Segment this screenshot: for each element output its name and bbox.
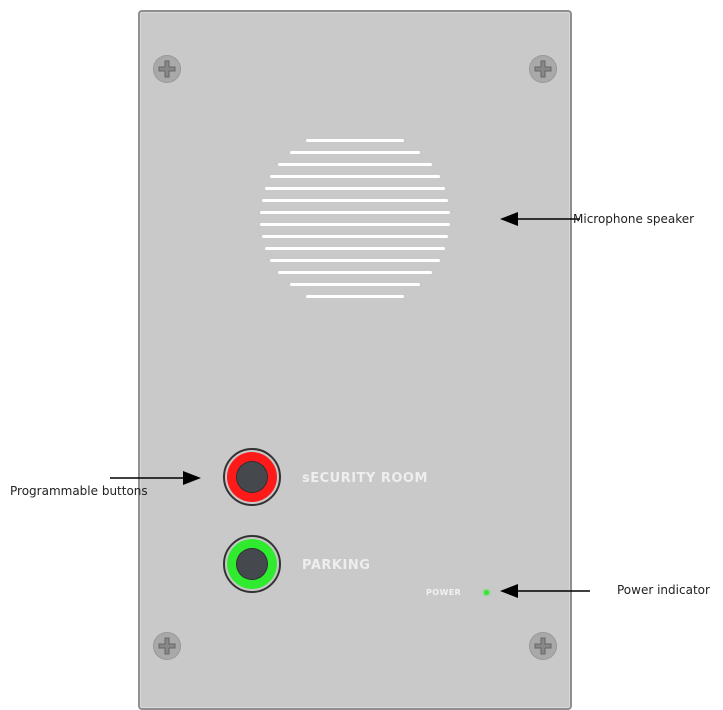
arrow-right-icon <box>110 471 201 485</box>
power-annotation: Power indicator <box>617 583 710 597</box>
screw-icon <box>153 55 181 83</box>
screw-icon <box>529 55 557 83</box>
arrow-left-icon <box>500 212 580 226</box>
security-room-button[interactable] <box>223 448 281 506</box>
power-led-icon <box>484 590 489 595</box>
power-label: POWER <box>426 588 462 597</box>
intercom-panel: sECURITY ROOM PARKING POWER <box>138 10 572 710</box>
speaker-grille <box>260 137 452 303</box>
buttons-annotation: Programmable buttons <box>10 484 148 498</box>
security-room-label: sECURITY ROOM <box>302 471 428 486</box>
button-cap <box>237 549 267 579</box>
screw-icon <box>153 632 181 660</box>
button-cap <box>237 462 267 492</box>
arrow-left-icon <box>500 584 590 598</box>
screw-icon <box>529 632 557 660</box>
parking-button[interactable] <box>223 535 281 593</box>
parking-label: PARKING <box>302 558 371 573</box>
speaker-annotation: Microphone speaker <box>573 212 695 226</box>
